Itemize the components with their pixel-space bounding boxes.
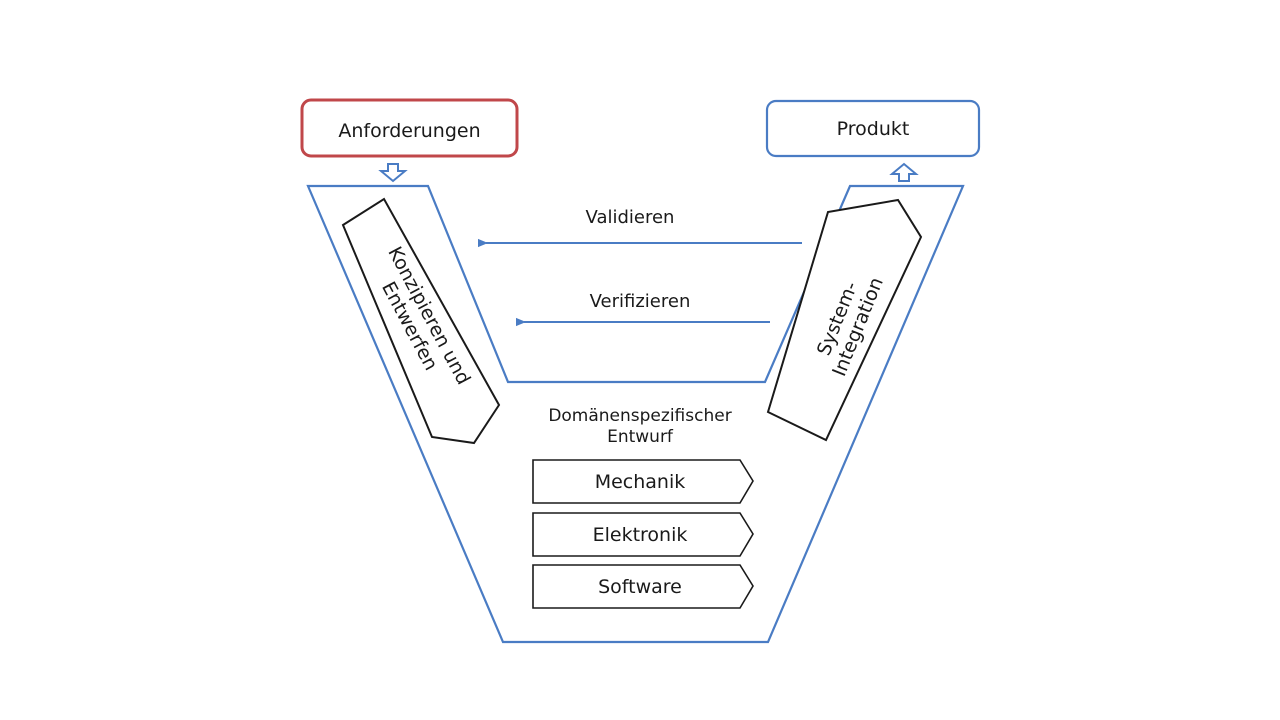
domain-box-elektronik: Elektronik [532,512,754,557]
product-box: Produkt [765,99,981,158]
down-arrow-icon [378,163,408,183]
v-model-outline [306,184,965,644]
domain-label: Mechanik [595,471,686,493]
domain-box-software: Software [532,564,754,609]
domain-box-mechanik: Mechanik [532,459,754,504]
requirements-label: Anforderungen [338,120,480,142]
requirements-box: Anforderungen [300,98,519,158]
up-arrow-icon [889,162,919,182]
domain-design-label-2: Entwurf [607,427,674,447]
domain-design-label-1: Domänenspezifischer [548,406,731,426]
domain-label: Software [598,576,682,598]
verify-label: Verifizieren [590,291,691,312]
domain-label: Elektronik [593,524,688,546]
validate-label: Validieren [586,207,675,228]
product-label: Produkt [837,118,910,140]
